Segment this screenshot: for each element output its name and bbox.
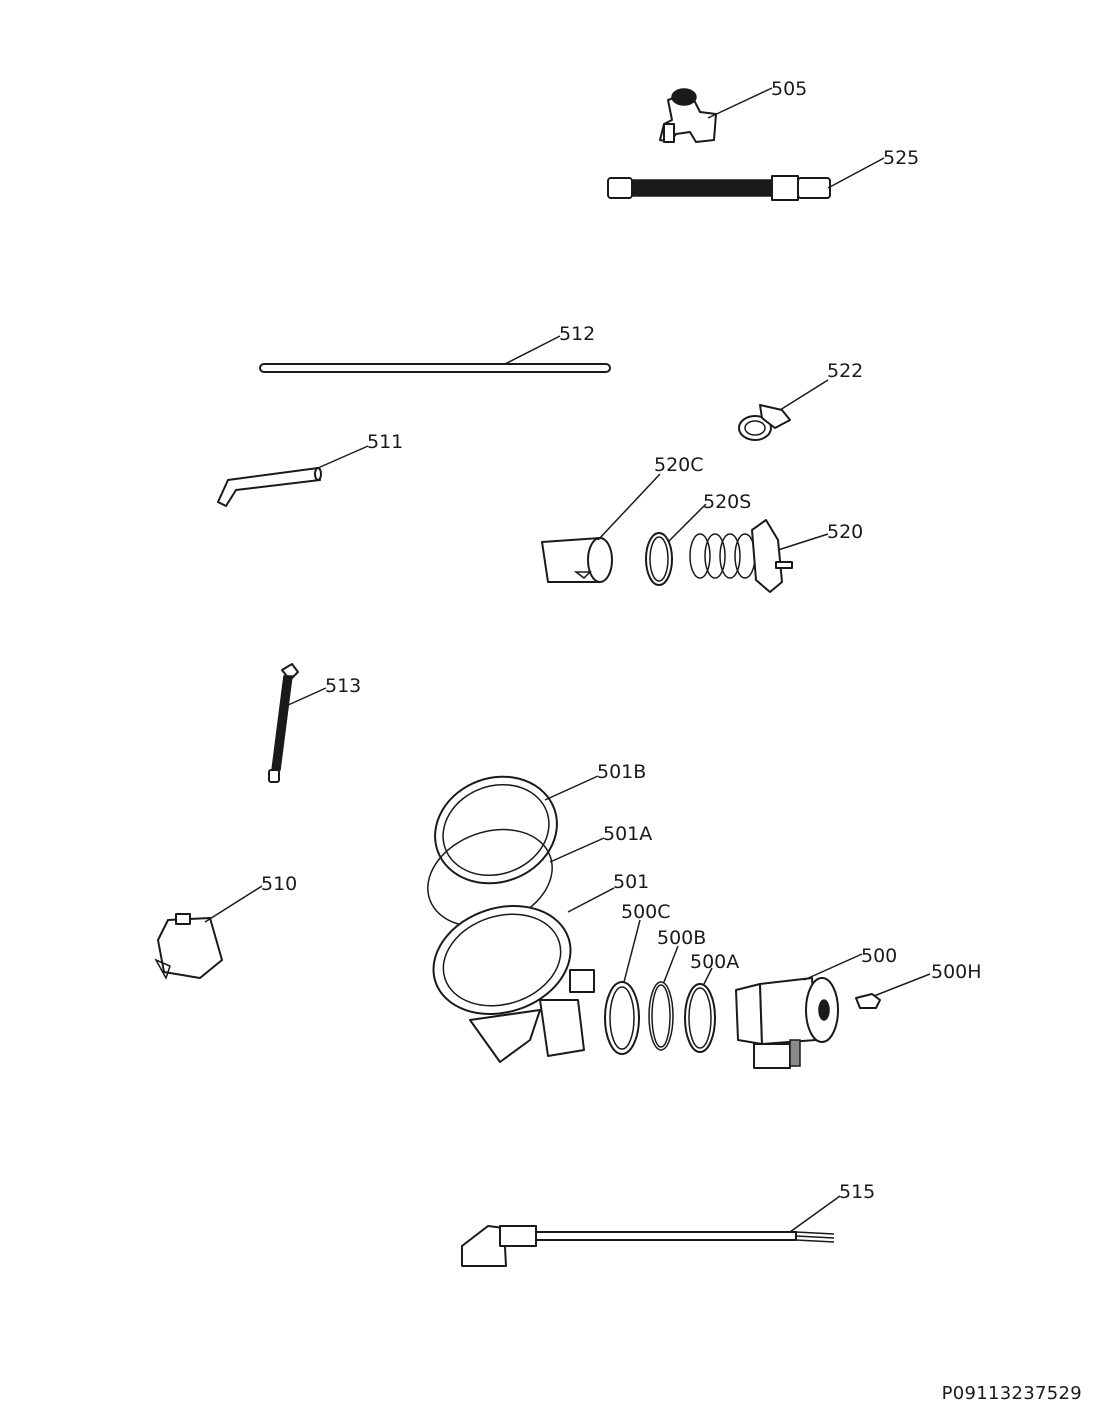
- label-500h: 500H: [931, 961, 982, 983]
- label-500a: 500A: [690, 951, 739, 973]
- part-520-heater: [689, 519, 829, 593]
- part-501-sump: [432, 887, 615, 1063]
- label-522: 522: [827, 360, 863, 382]
- part-500-motor: [735, 953, 863, 1069]
- label-501: 501: [613, 871, 649, 893]
- part-512-rod: [259, 335, 611, 373]
- label-511: 511: [367, 431, 403, 453]
- label-510: 510: [261, 873, 297, 895]
- label-512: 512: [559, 323, 595, 345]
- part-500b-ring: [648, 945, 679, 1051]
- part-500a-ring: [684, 967, 716, 1053]
- part-500h-cap: [855, 973, 931, 1009]
- label-515: 515: [839, 1181, 875, 1203]
- part-520c-cylinder: [541, 473, 661, 583]
- part-505-valve: [659, 87, 773, 143]
- label-501b: 501B: [597, 761, 646, 783]
- label-500: 500: [861, 945, 897, 967]
- label-520s: 520S: [703, 491, 751, 513]
- part-515-power-cable: [461, 1195, 841, 1267]
- label-513: 513: [325, 675, 361, 697]
- label-500b: 500B: [657, 927, 706, 949]
- reference-code: P09113237529: [942, 1383, 1082, 1404]
- label-520c: 520C: [654, 454, 704, 476]
- label-505: 505: [771, 78, 807, 100]
- label-500c: 500C: [621, 901, 671, 923]
- part-520s-seal: [645, 503, 707, 586]
- part-511-tube: [217, 445, 369, 507]
- label-520: 520: [827, 521, 863, 543]
- label-501a: 501A: [603, 823, 652, 845]
- label-525: 525: [883, 147, 919, 169]
- part-522-sensor: [738, 379, 829, 441]
- part-525-hose: [607, 157, 885, 201]
- part-513-hose: [268, 663, 327, 783]
- part-510-pump: [154, 885, 263, 980]
- part-500c-ring: [604, 919, 641, 1055]
